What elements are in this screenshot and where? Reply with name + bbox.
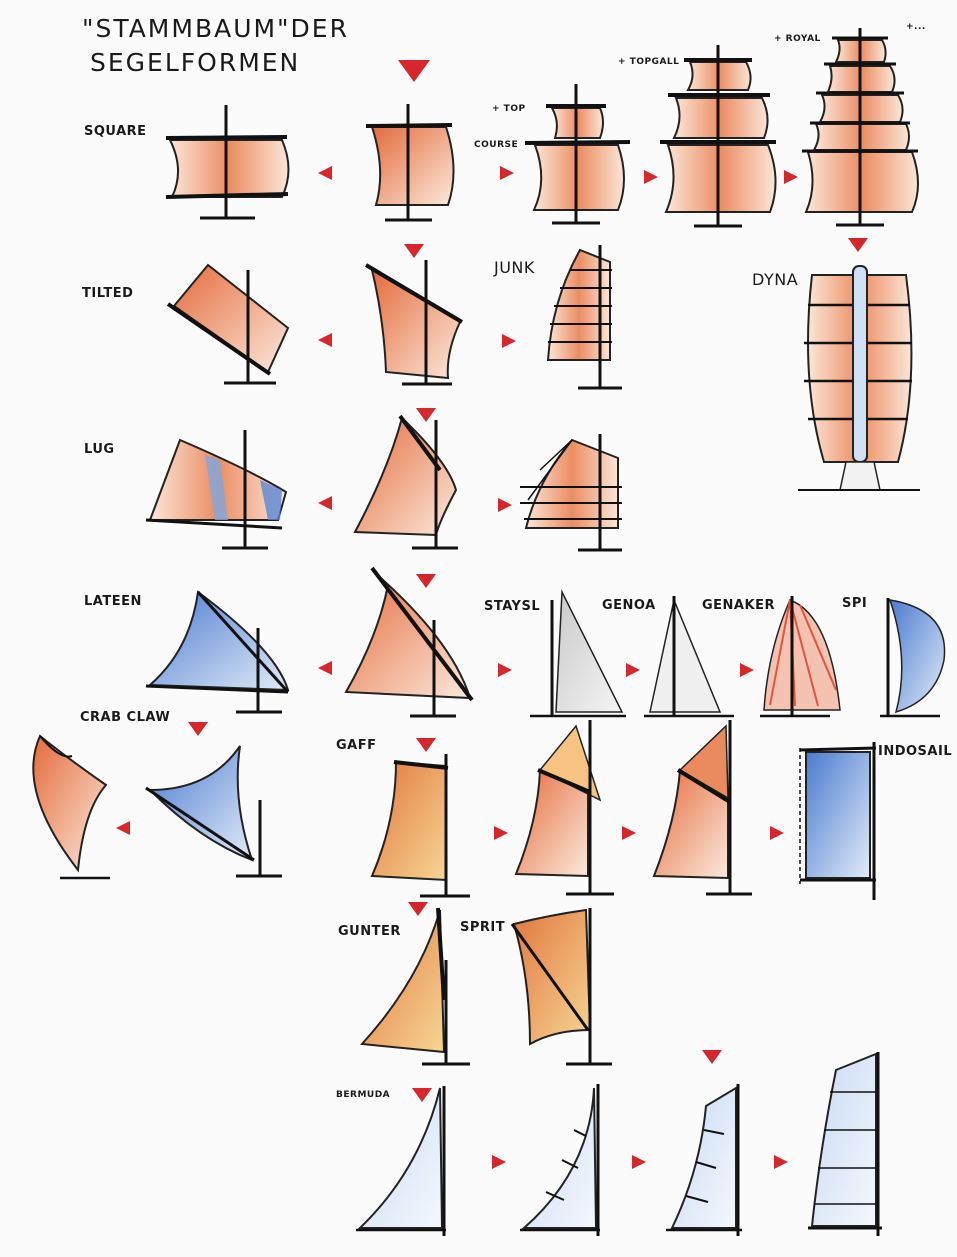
bermuda-sail-1 xyxy=(356,1086,446,1236)
gaff-sail-2 xyxy=(516,720,614,894)
bermuda-sail-4 xyxy=(808,1052,882,1236)
square-rig-top xyxy=(525,84,630,223)
tilted-sail-1 xyxy=(168,265,288,383)
crab-claw-sail-1 xyxy=(33,736,110,878)
label-square: SQUARE xyxy=(84,124,147,139)
label-gaff: GAFF xyxy=(336,738,377,753)
gaff-sail-3 xyxy=(654,720,752,894)
arrow-down xyxy=(398,60,430,82)
label-bermuda: BERMUDA xyxy=(336,1090,390,1100)
arrow-down xyxy=(404,244,424,258)
arrow-right xyxy=(626,663,640,677)
arrow-down xyxy=(188,722,208,736)
title-line-2: SEGELFORMEN xyxy=(90,48,300,77)
arrow-down xyxy=(702,1050,722,1064)
arrow-right xyxy=(500,166,514,180)
arrow-right xyxy=(622,826,636,840)
bermuda-sail-2 xyxy=(520,1084,600,1236)
arrow-left xyxy=(318,166,332,180)
square-rig-topgallant xyxy=(660,45,776,226)
arrow-left xyxy=(318,496,332,510)
arrow-right xyxy=(502,334,516,348)
arrow-right xyxy=(740,663,754,677)
crab-claw-sail-2 xyxy=(146,746,282,876)
label-tilted: TILTED xyxy=(82,286,133,301)
dyna-rig xyxy=(798,266,920,490)
junk-sail-2 xyxy=(520,434,622,550)
label-course: COURSE xyxy=(474,140,518,150)
tilted-sail-2 xyxy=(366,260,462,384)
square-sail-1 xyxy=(166,105,289,218)
arrow-left xyxy=(116,821,130,835)
square-sail-2 xyxy=(366,104,454,220)
junk-sail-1 xyxy=(548,245,622,388)
lateen-sail-2 xyxy=(346,568,472,716)
arrow-right xyxy=(632,1155,646,1169)
label-lug: LUG xyxy=(84,442,115,457)
gaff-sail-1 xyxy=(372,754,470,896)
label-staysail: STAYSL xyxy=(484,599,540,614)
arrow-right xyxy=(498,663,512,677)
arrow-right xyxy=(784,170,798,184)
label-lateen: LATEEN xyxy=(84,594,142,609)
lug-sail-1 xyxy=(146,430,286,548)
label-junk: JUNK xyxy=(494,258,535,277)
arrow-right xyxy=(498,498,512,512)
label-genoa: GENOA xyxy=(602,598,656,613)
arrow-down xyxy=(416,738,436,752)
title-line-1: "STAMMBAUM"DER xyxy=(82,14,349,43)
label-royal: + ROYAL xyxy=(774,34,821,44)
arrow-right xyxy=(770,826,784,840)
sprit-sail xyxy=(512,908,612,1064)
indosail xyxy=(800,742,876,900)
arrow-left xyxy=(318,333,332,347)
arrow-right xyxy=(774,1155,788,1169)
label-spi: SPI xyxy=(842,596,867,611)
label-top: + TOP xyxy=(492,104,526,114)
label-topgall: + TOPGALL xyxy=(618,57,679,67)
label-sprit: SPRIT xyxy=(460,920,505,935)
arrow-right xyxy=(492,1155,506,1169)
label-genaker: GENAKER xyxy=(702,598,775,613)
arrow-down xyxy=(848,238,868,252)
lug-sail-2 xyxy=(355,416,458,548)
genoa xyxy=(644,596,734,716)
label-indosail: INDOSAIL xyxy=(878,744,952,759)
genaker xyxy=(760,596,840,716)
spinnaker xyxy=(880,598,945,716)
lateen-sail-1 xyxy=(146,592,288,712)
square-rig-royal xyxy=(802,28,918,225)
arrow-down xyxy=(408,902,428,916)
label-more: +... xyxy=(906,22,926,32)
arrow-down xyxy=(416,574,436,588)
arrow-right xyxy=(494,826,508,840)
arrow-down xyxy=(412,1088,432,1104)
arrow-down xyxy=(416,408,436,422)
label-dyna: DYNA xyxy=(752,270,798,289)
label-gunter: GUNTER xyxy=(338,924,401,939)
bermuda-sail-3 xyxy=(666,1084,742,1236)
arrow-left xyxy=(318,661,332,675)
label-crab-claw: CRAB CLAW xyxy=(80,710,170,725)
arrow-right xyxy=(644,170,658,184)
